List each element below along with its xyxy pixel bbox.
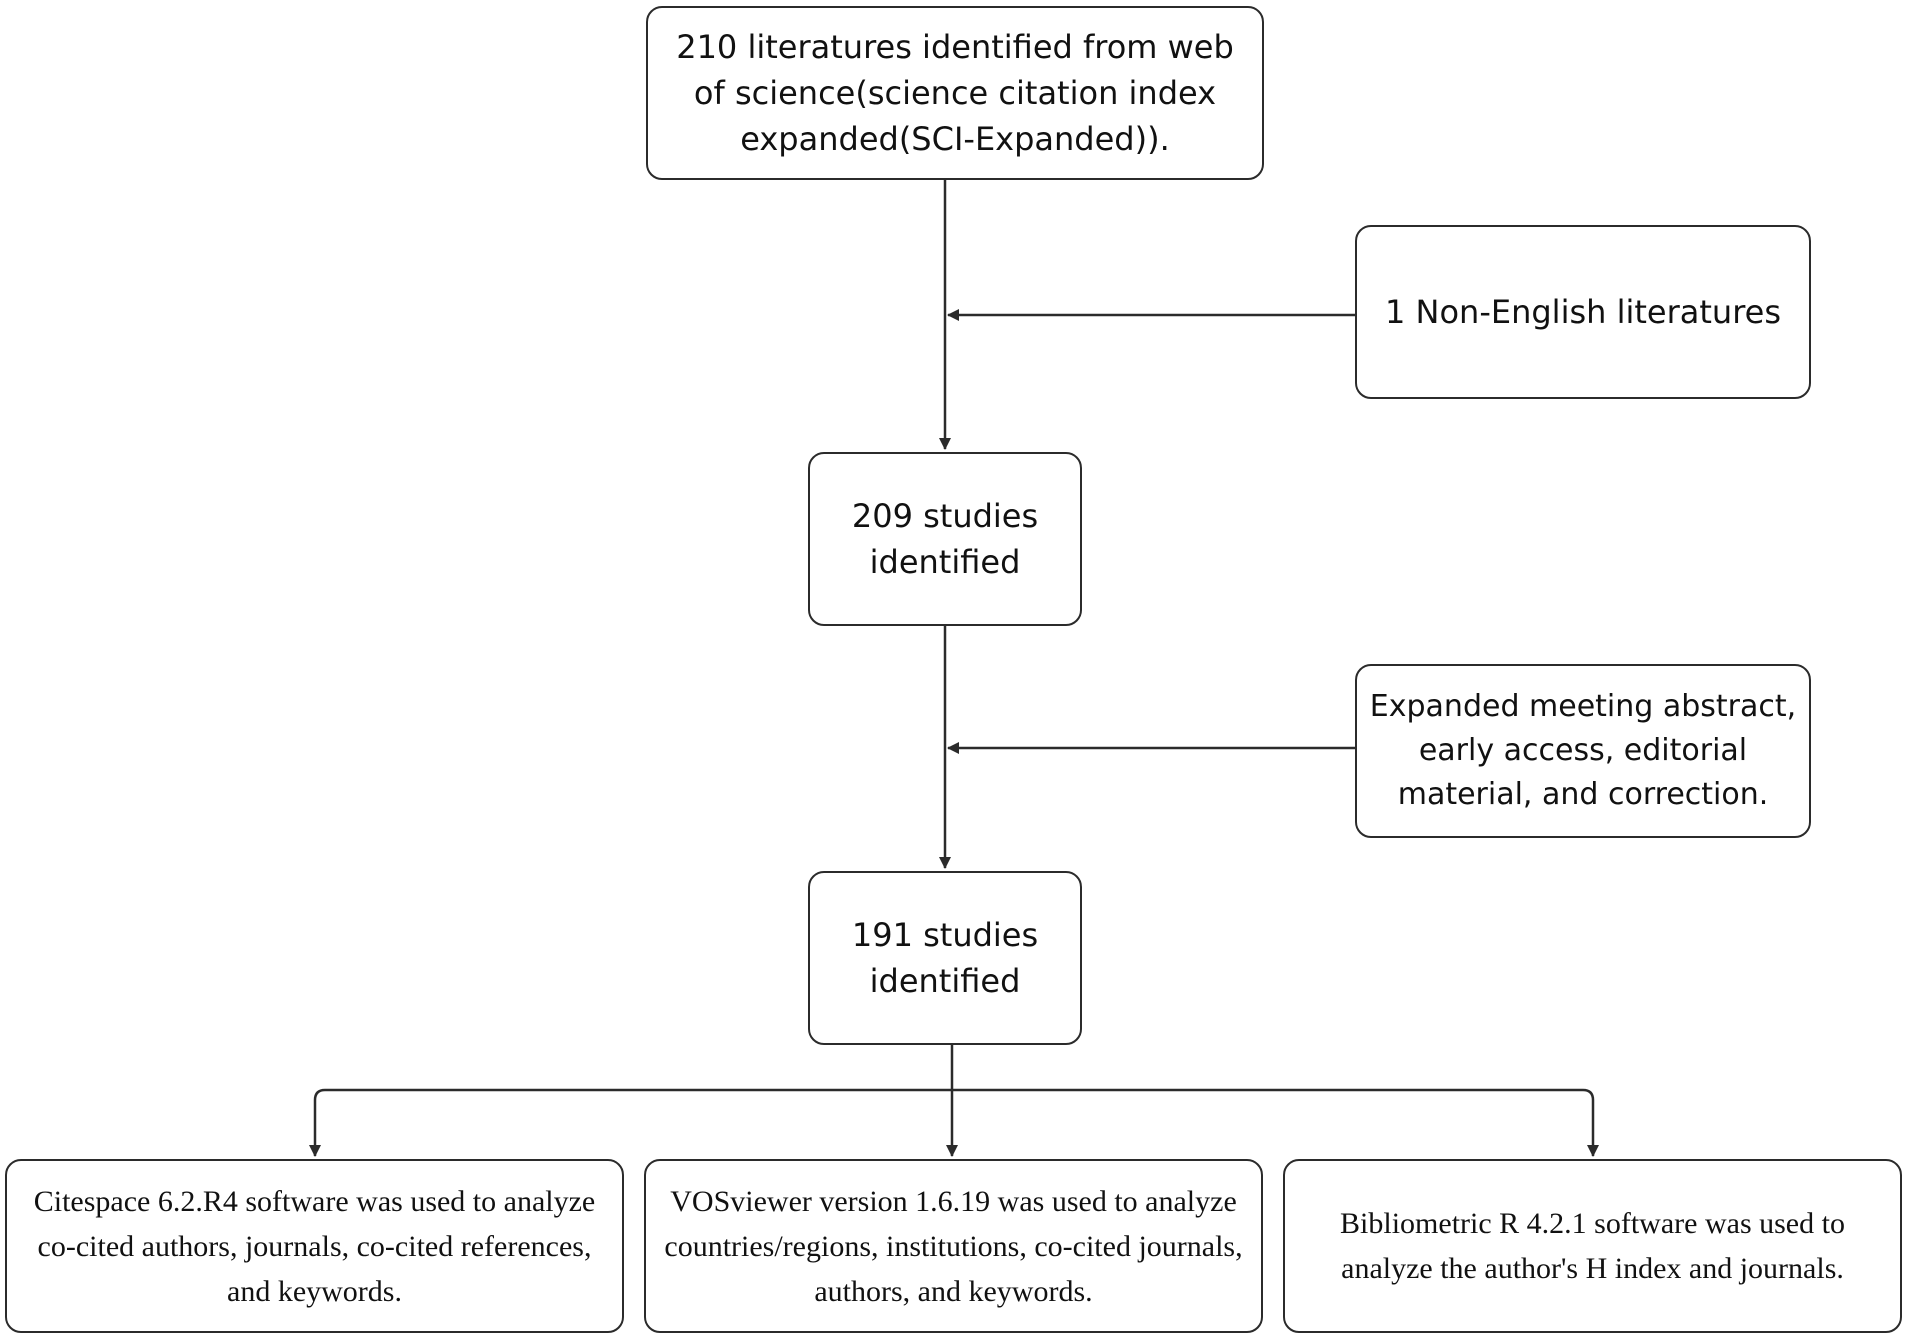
studies-209-text: 209 studies identified: [851, 497, 1039, 581]
bibliometric-text: Bibliometric R 4.2.1 software was used t…: [1340, 1207, 1845, 1285]
branch-left: [309, 1088, 952, 1157]
studies-191-text: 191 studies identified: [851, 916, 1039, 1000]
exclusion-1-box: 1 Non-English literatures: [1355, 225, 1811, 399]
citespace-text: Citespace 6.2.R4 software was used to an…: [33, 1184, 596, 1308]
citespace-box: Citespace 6.2.R4 software was used to an…: [5, 1159, 624, 1333]
branch-right: [952, 1088, 1599, 1157]
exclusion-2-box: Expanded meeting abstract, early access,…: [1355, 664, 1811, 838]
source-text: 210 literatures identified from web of s…: [676, 28, 1234, 158]
studies-191-box: 191 studies identified: [808, 871, 1082, 1045]
source-box: 210 literatures identified from web of s…: [646, 6, 1264, 180]
studies-209-box: 209 studies identified: [808, 452, 1082, 626]
vosviewer-box: VOSviewer version 1.6.19 was used to ana…: [644, 1159, 1263, 1333]
exclusion-1-text: 1 Non-English literatures: [1384, 293, 1781, 331]
bibliometric-box: Bibliometric R 4.2.1 software was used t…: [1283, 1159, 1902, 1333]
vosviewer-text: VOSviewer version 1.6.19 was used to ana…: [664, 1184, 1243, 1308]
exclusion-2-text: Expanded meeting abstract, early access,…: [1369, 689, 1797, 812]
